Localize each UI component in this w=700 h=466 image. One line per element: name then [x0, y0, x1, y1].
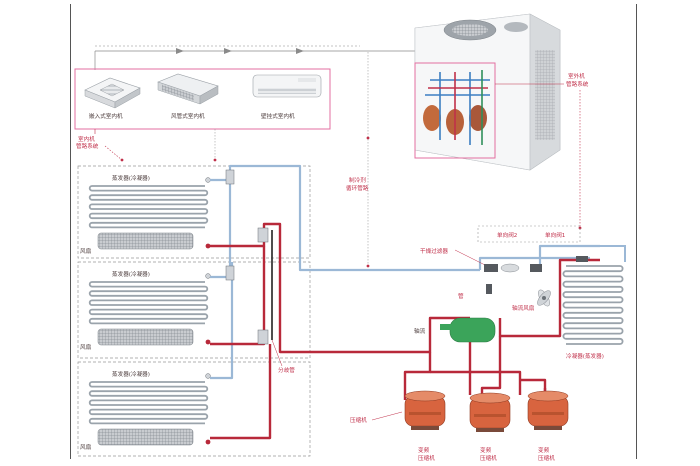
variable-freq-label-1: 变频 [418, 446, 430, 454]
axial-fan [537, 289, 551, 307]
outdoor-internal-piping [423, 70, 490, 145]
pipe-joint [205, 243, 211, 249]
pipe-joint [205, 439, 211, 445]
check-valve-box [477, 225, 581, 243]
evaporator-panel-3 [77, 361, 311, 457]
outdoor-unit [414, 13, 561, 171]
fan-grille [97, 428, 194, 446]
compressor-top [527, 390, 569, 402]
pointer-dot [366, 264, 370, 268]
axial-fan-label: 轴流风扇 [512, 304, 535, 312]
variable-freq-label-2: 变频 [480, 446, 492, 454]
evaporator-unit-3: 蒸发器(冷凝器) 风扇 [80, 370, 211, 451]
pipe-joint [205, 273, 211, 279]
coil-tube [88, 381, 209, 425]
variable-freq-label-3: 变频 [538, 446, 550, 454]
pointer-dot [120, 158, 124, 162]
pipe-joint [205, 177, 211, 183]
compressors [404, 390, 569, 432]
right-line-fittings [484, 256, 588, 273]
indoor-unit-1-label: 嵌入式室内机 [89, 112, 123, 120]
pipe-joint [205, 373, 211, 379]
fan-label: 风扇 [80, 343, 92, 351]
wall-indoor-unit [252, 74, 322, 98]
outdoor-pipe-box [414, 62, 496, 159]
indoor-pipe-label-line2: 管路系统 [76, 142, 99, 150]
ducted-indoor-unit [157, 73, 219, 105]
muffler [486, 284, 492, 294]
check-valve-2-label: 单向阀2 [497, 231, 517, 239]
condenser-label: 冷凝器(蒸发器) [566, 352, 604, 360]
pointer-dot [366, 136, 370, 140]
oil-separator [440, 317, 496, 343]
variable-freq-sub-2: 压缩机 [480, 454, 497, 462]
outdoor-pipe-label-line1: 室外机 [568, 72, 585, 80]
evaporator-unit-2: 蒸发器(冷凝器) 风扇 [80, 270, 211, 351]
compressor-2 [469, 392, 511, 432]
indoor-unit-3-label: 壁挂式室内机 [261, 112, 295, 120]
evaporator-panel-2 [77, 261, 311, 359]
fan-label: 风扇 [80, 247, 92, 255]
pointer-dot [213, 158, 217, 162]
muffler-label: 管 [458, 292, 464, 300]
pointer-line [271, 339, 283, 367]
compressor-band [532, 412, 564, 415]
top-pipe-loop [94, 45, 419, 90]
compressor-base [476, 428, 504, 432]
fan-grille [97, 328, 194, 346]
condenser-coil [562, 245, 626, 345]
evaporator-label: 蒸发器(冷凝器) [112, 270, 150, 278]
indoor-pipe-label-line1: 室内机 [78, 135, 95, 143]
refrigerant-label-line1: 制冷剂 [349, 176, 366, 184]
coil-tube [88, 281, 209, 325]
evaporator-label: 蒸发器(冷凝器) [112, 370, 150, 378]
compressor-base [411, 426, 439, 430]
condenser-inlet [600, 245, 626, 262]
indoor-unit-2-label: 风管式室内机 [171, 112, 205, 120]
compressor-top [404, 390, 446, 402]
pipe-fittings [225, 169, 269, 345]
compressor-1 [404, 390, 446, 430]
compressor-top [469, 392, 511, 404]
dryer-filter-label: 干燥过滤器 [420, 247, 448, 255]
compressor-label: 压缩机 [350, 416, 367, 424]
pointer-line [454, 249, 486, 266]
variable-freq-sub-1: 压缩机 [418, 454, 435, 462]
pipe-joint [205, 339, 211, 345]
indoor-units-box [74, 68, 331, 130]
pointer-line [104, 145, 123, 161]
compressor-band [409, 412, 441, 415]
shaft-label: 轴流 [414, 327, 426, 335]
distributor-label: 分歧管 [278, 366, 295, 374]
refrigerant-label-line2: 循环管路 [346, 184, 369, 192]
cassette-indoor-unit [84, 77, 141, 109]
evaporator-panel-1 [77, 165, 311, 259]
compressor-base [534, 426, 562, 430]
outdoor-pipe-label-line2: 管路系统 [566, 80, 589, 88]
fan-grille [97, 232, 194, 250]
check-valve-1-label: 单向阀1 [545, 231, 566, 239]
compressor-3 [527, 390, 569, 430]
condenser-tube [562, 265, 624, 345]
evaporator-unit-1: 蒸发器(冷凝器) 风扇 [80, 174, 211, 255]
fan-label: 风扇 [80, 443, 92, 451]
variable-freq-sub-3: 压缩机 [538, 454, 555, 462]
evaporator-label: 蒸发器(冷凝器) [112, 174, 150, 182]
compressor-band [474, 414, 506, 417]
coil-tube [88, 185, 209, 229]
pointer-line [371, 411, 403, 421]
